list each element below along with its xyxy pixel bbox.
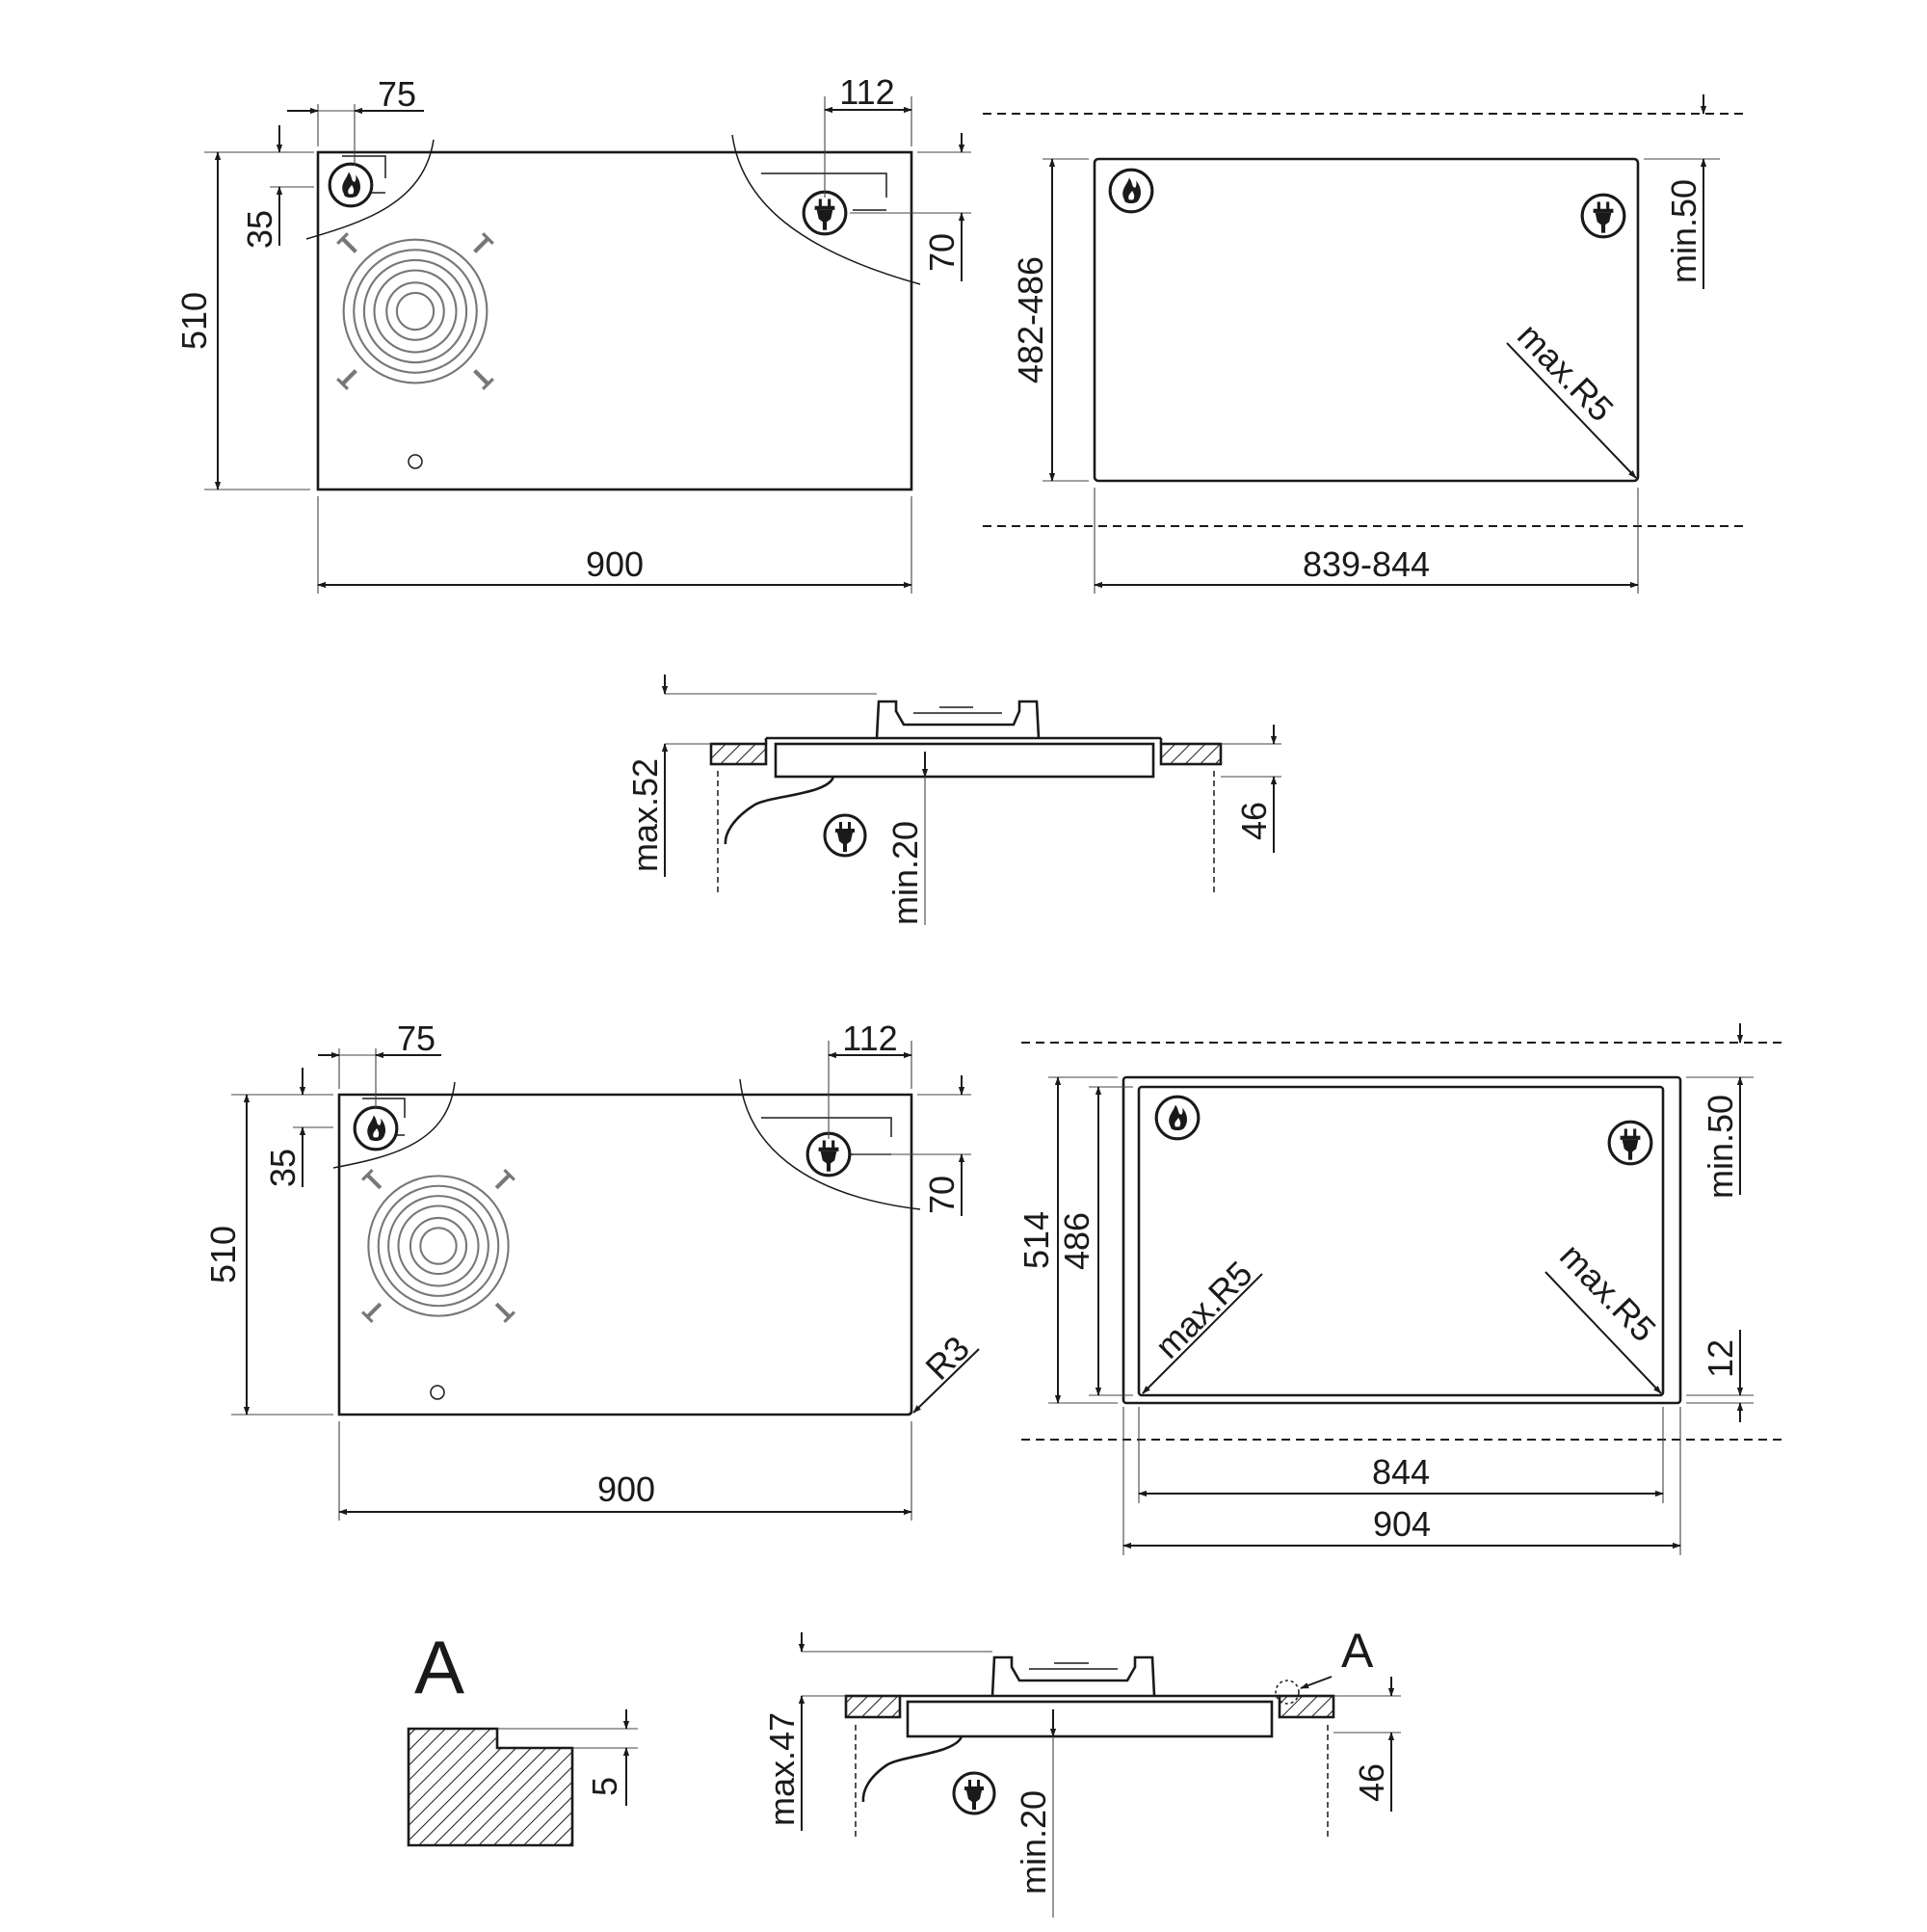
top-section-view: max.52 min.20 46: [625, 675, 1281, 925]
cutout-outer: [1122, 1075, 1682, 1405]
hob-body: [906, 1700, 1274, 1738]
hob-width-label: 900: [586, 544, 644, 584]
break-line: [739, 1078, 921, 1210]
hob-outline: [337, 1093, 913, 1416]
radius-left-label: max.R5: [1148, 1254, 1260, 1366]
hob-body: [774, 742, 1155, 779]
gas-inlet-icon: [353, 1105, 399, 1151]
cutout-depth-label: 482-486: [1011, 256, 1050, 384]
break-line: [332, 1081, 456, 1169]
radius-right-label: max.R5: [1552, 1235, 1664, 1349]
inner-depth-label: 486: [1057, 1212, 1096, 1270]
break-line: [305, 139, 435, 240]
plug-offset-y-label: 70: [922, 1176, 962, 1214]
top-cutout-plan: 839-844 482-486 min.50 max.R5: [983, 94, 1749, 594]
detail-leader: [1300, 1676, 1333, 1689]
cutout-inner: [1137, 1085, 1665, 1397]
gas-offset-x-label: 75: [378, 74, 416, 114]
outer-depth-label: 514: [1016, 1211, 1056, 1269]
worktop-left: [844, 1694, 902, 1719]
detail-ref-label: A: [1341, 1624, 1374, 1678]
rebate-label: 12: [1701, 1339, 1740, 1378]
bottom-section-view: max.47 min.20 46 A: [762, 1624, 1401, 1918]
plug-offset-y-label: 70: [922, 233, 962, 272]
gas-offset-y-label: 35: [263, 1149, 303, 1187]
detail-depth-label: 5: [585, 1777, 624, 1796]
worktop-right: [1159, 742, 1223, 766]
detail-marker: [1275, 1680, 1300, 1705]
section-clearance-label: min.20: [1014, 1790, 1053, 1894]
gas-inlet-icon: [1154, 1095, 1201, 1141]
section-height-label: max.52: [625, 758, 665, 872]
knob-icon: [408, 454, 423, 469]
worktop-right: [1278, 1694, 1335, 1719]
pan-support: [875, 700, 1041, 739]
corner-radius-leader: [912, 1348, 980, 1414]
burner-grate-icon: [362, 1170, 515, 1322]
gas-offset-x-label: 75: [397, 1019, 436, 1058]
hob-width-label: 900: [597, 1469, 655, 1509]
inner-width-label: 844: [1372, 1452, 1430, 1492]
hob-outline: [316, 150, 913, 491]
hob-depth-label: 510: [203, 1226, 243, 1284]
bottom-hob-plan: 900 510 75 35 112 70 R3: [203, 1019, 980, 1521]
gas-offset-y-label: 35: [240, 210, 279, 249]
radius-leader-right: [1544, 1271, 1662, 1394]
worktop-thickness-label: 46: [1352, 1763, 1391, 1802]
worktop-rebate-section: [407, 1727, 574, 1847]
clearance-label: min.50: [1701, 1095, 1740, 1199]
worktop-thickness-label: 46: [1234, 802, 1274, 840]
plug-icon: [802, 190, 848, 236]
detail-a: A 5: [407, 1625, 638, 1847]
corner-radius-label: R3: [917, 1328, 977, 1388]
connector-lines: [761, 172, 887, 211]
plug-icon: [805, 1131, 852, 1178]
radius-leader-left: [1142, 1273, 1263, 1394]
plug-icon: [952, 1771, 996, 1815]
plug-icon: [1607, 1120, 1653, 1166]
knob-icon: [430, 1385, 445, 1400]
radius-label: max.R5: [1510, 315, 1622, 429]
outer-width-label: 904: [1373, 1504, 1431, 1544]
worktop-left: [709, 742, 768, 766]
section-height-label: max.47: [762, 1712, 802, 1826]
burner-grate-icon: [337, 233, 493, 389]
detail-title: A: [414, 1625, 464, 1709]
plug-offset-x-label: 112: [842, 1019, 897, 1058]
supply-cable: [724, 776, 835, 845]
plug-icon: [1580, 193, 1626, 239]
break-line: [731, 134, 921, 285]
cutout-outline: [1093, 157, 1640, 483]
bottom-cutout-plan: 844 904 514 486 min.50 12 max.R5 max.R5: [1016, 1023, 1782, 1555]
gas-inlet-icon: [328, 162, 374, 208]
clearance-label: min.50: [1664, 179, 1703, 283]
plug-icon: [823, 813, 867, 858]
gas-inlet-icon: [1108, 168, 1154, 214]
supply-cable: [861, 1735, 964, 1803]
radius-leader: [1506, 342, 1637, 479]
top-hob-plan: 900 510 75 35 112 70: [174, 72, 971, 594]
plug-offset-x-label: 112: [839, 72, 894, 112]
cutout-width-label: 839-844: [1303, 544, 1430, 584]
pan-support: [990, 1655, 1156, 1697]
hob-depth-label: 510: [174, 292, 214, 350]
section-clearance-label: min.20: [885, 821, 925, 925]
